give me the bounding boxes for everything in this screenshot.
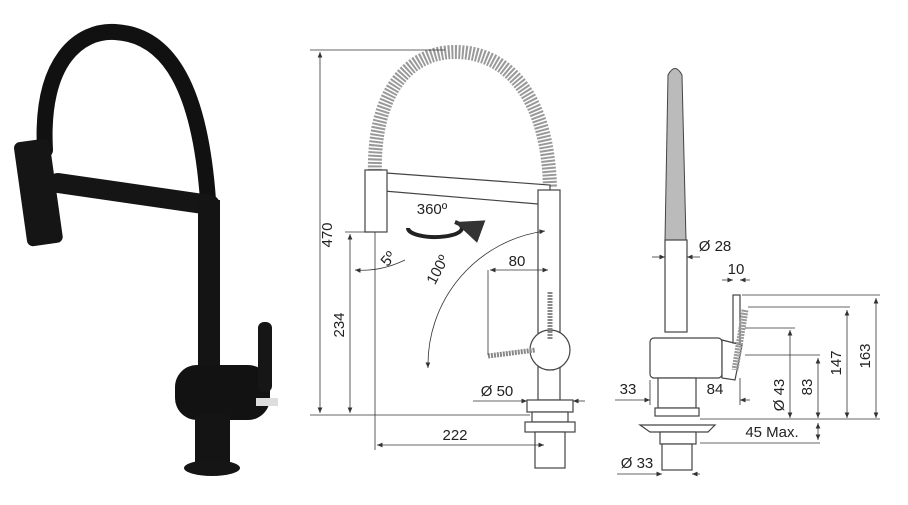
dim-163: 163	[857, 343, 874, 368]
dim-10: 10	[728, 261, 745, 278]
dim-360: 360º	[417, 201, 448, 218]
dim-100deg: 100º	[423, 252, 453, 287]
dim-80: 80	[509, 253, 526, 270]
dim-470: 470	[319, 222, 336, 247]
dim-diameter-28: Ø 28	[699, 238, 732, 255]
dim-83: 83	[799, 379, 816, 396]
dim-diameter-43: Ø 43	[771, 379, 788, 412]
dim-diameter-50: Ø 50	[481, 383, 514, 400]
brand-stamp	[256, 398, 278, 406]
dim-147: 147	[828, 350, 845, 375]
dim-234: 234	[331, 312, 348, 337]
front-view-drawing: Ø 28 10 33 84 Ø 43 83 147 163 45 Max. Ø …	[615, 68, 880, 477]
dim-5deg: 5º	[378, 248, 400, 270]
dim-diameter-33: Ø 33	[621, 455, 654, 472]
dim-33: 33	[620, 381, 637, 398]
side-view-drawing: 470 360º 5º 100º 80 234 Ø 50 222	[310, 44, 585, 469]
dim-84: 84	[707, 381, 724, 398]
dim-45-max: 45 Max.	[745, 424, 798, 441]
dim-222: 222	[442, 427, 467, 444]
faucet-photo	[13, 23, 278, 476]
